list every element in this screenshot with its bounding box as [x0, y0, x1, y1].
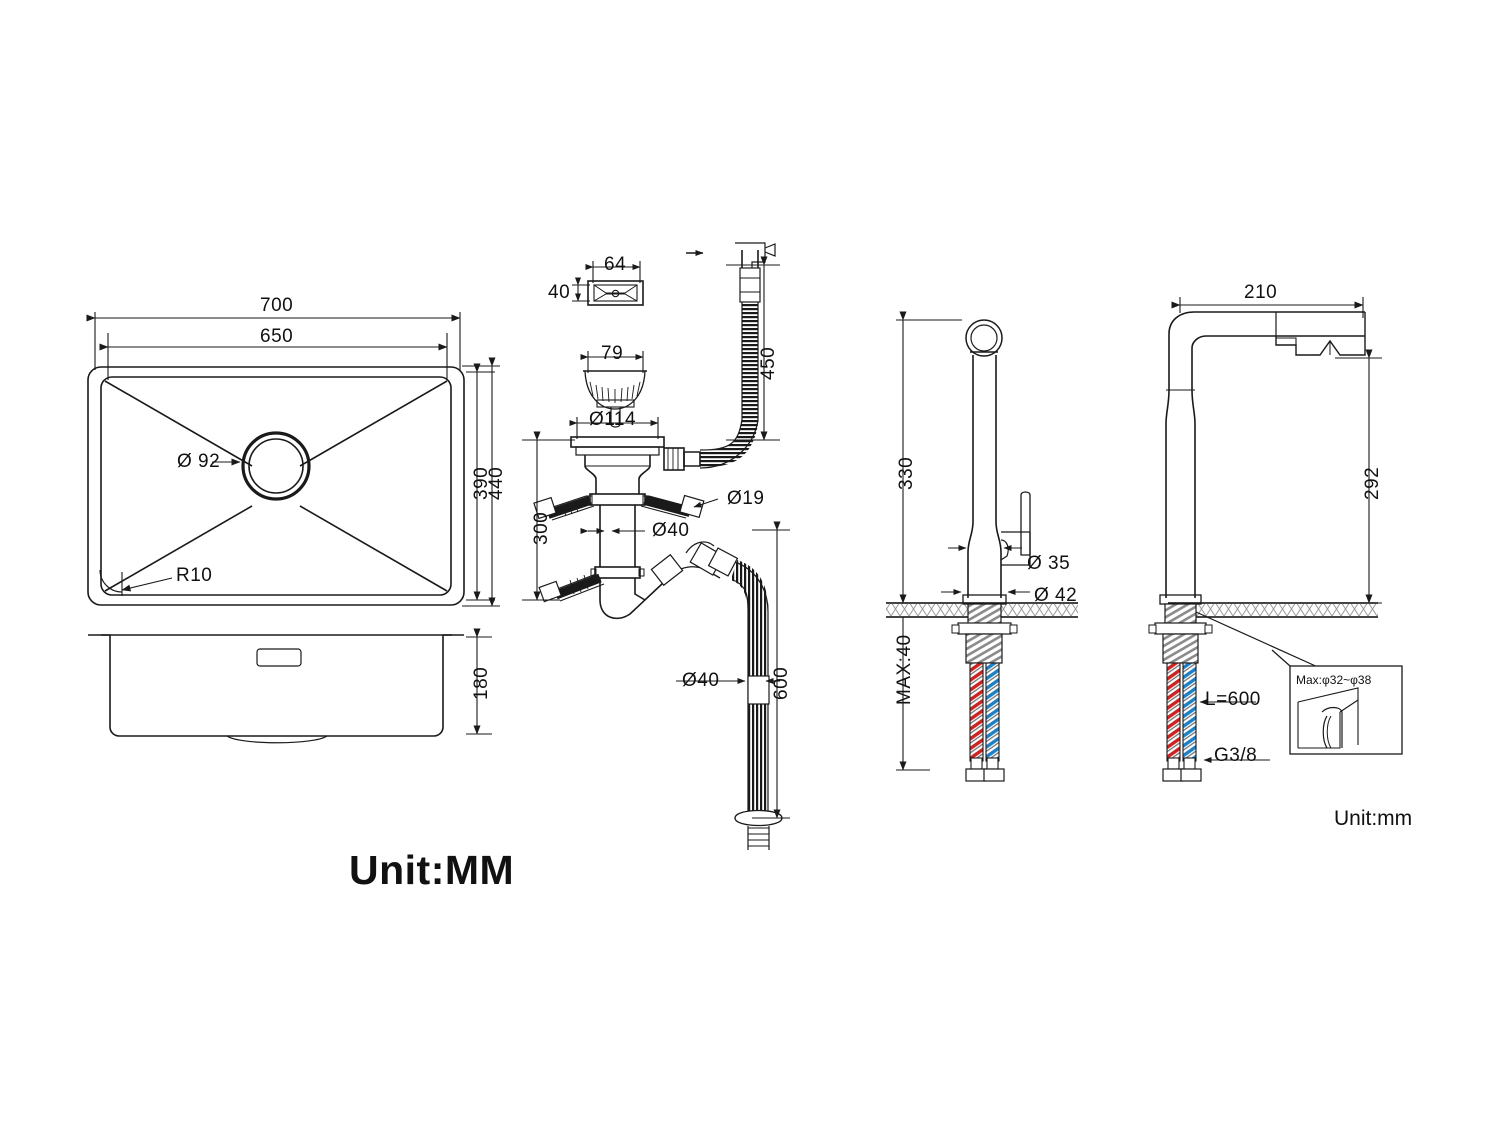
sink-front-dimensions [466, 628, 492, 735]
dim-sink-bowl-width: 650 [260, 326, 294, 347]
dim-overflow-cover-width: 64 [604, 254, 627, 275]
dim-sink-overall-depth: 440 [486, 466, 507, 500]
dim-faucet-reach: 210 [1244, 282, 1278, 303]
dim-trap-inlet-dia: Ø40 [652, 520, 690, 541]
dim-sink-overall-width: 700 [260, 295, 294, 316]
dim-thread-size: G3/8 [1214, 745, 1258, 766]
dim-faucet-body-dia: Ø 35 [1027, 553, 1071, 574]
dim-overflow-cover-height: 40 [548, 282, 571, 303]
detail-callout-label: Max:φ32~φ38 [1296, 673, 1372, 687]
overflow-cover-detail [587, 280, 644, 306]
dim-waste-pipe-dia: Ø40 [682, 670, 720, 691]
dim-faucet-total-height: 330 [896, 456, 917, 490]
faucet-side-dimensions [896, 311, 1030, 771]
dim-drain-flange-dia: Ø114 [589, 409, 637, 430]
faucet-front-view-geometry [1148, 311, 1378, 782]
sink-top-dimensions [86, 312, 500, 607]
sink-front-view-geometry [88, 634, 464, 744]
dim-corner-radius: R10 [176, 565, 213, 586]
drain-side-inlets [533, 494, 705, 603]
dim-trap-drop-height: 300 [531, 511, 552, 545]
faucet-front-dimensions [1171, 297, 1382, 763]
dim-sink-bowl-height: 180 [471, 666, 492, 700]
dim-waste-pipe-length: 600 [771, 666, 792, 700]
page-title-unit-mm: Unit:MM [349, 847, 515, 893]
dim-faucet-spout-height: 292 [1362, 466, 1383, 500]
dim-faucet-base-dia: Ø 42 [1034, 585, 1078, 606]
waste-trap-and-pipe [650, 541, 783, 850]
sink-top-view-geometry [87, 366, 465, 606]
mounting-hole-detail-box [1271, 649, 1403, 755]
dim-overflow-pipe-length: 450 [758, 346, 779, 380]
dim-counter-thickness: MAX:40 [894, 634, 915, 705]
drain-dimensions [522, 256, 790, 819]
overflow-hose [663, 242, 776, 471]
secondary-title-unit-mm: Unit:mm [1334, 807, 1413, 830]
dim-strainer-basket-dia: 79 [601, 343, 624, 364]
dim-overflow-hose-dia: Ø19 [727, 488, 765, 509]
dim-drain-hole-dia: Ø 92 [177, 451, 221, 472]
faucet-side-view-geometry [886, 319, 1078, 782]
dim-hose-length: L=600 [1205, 689, 1261, 710]
